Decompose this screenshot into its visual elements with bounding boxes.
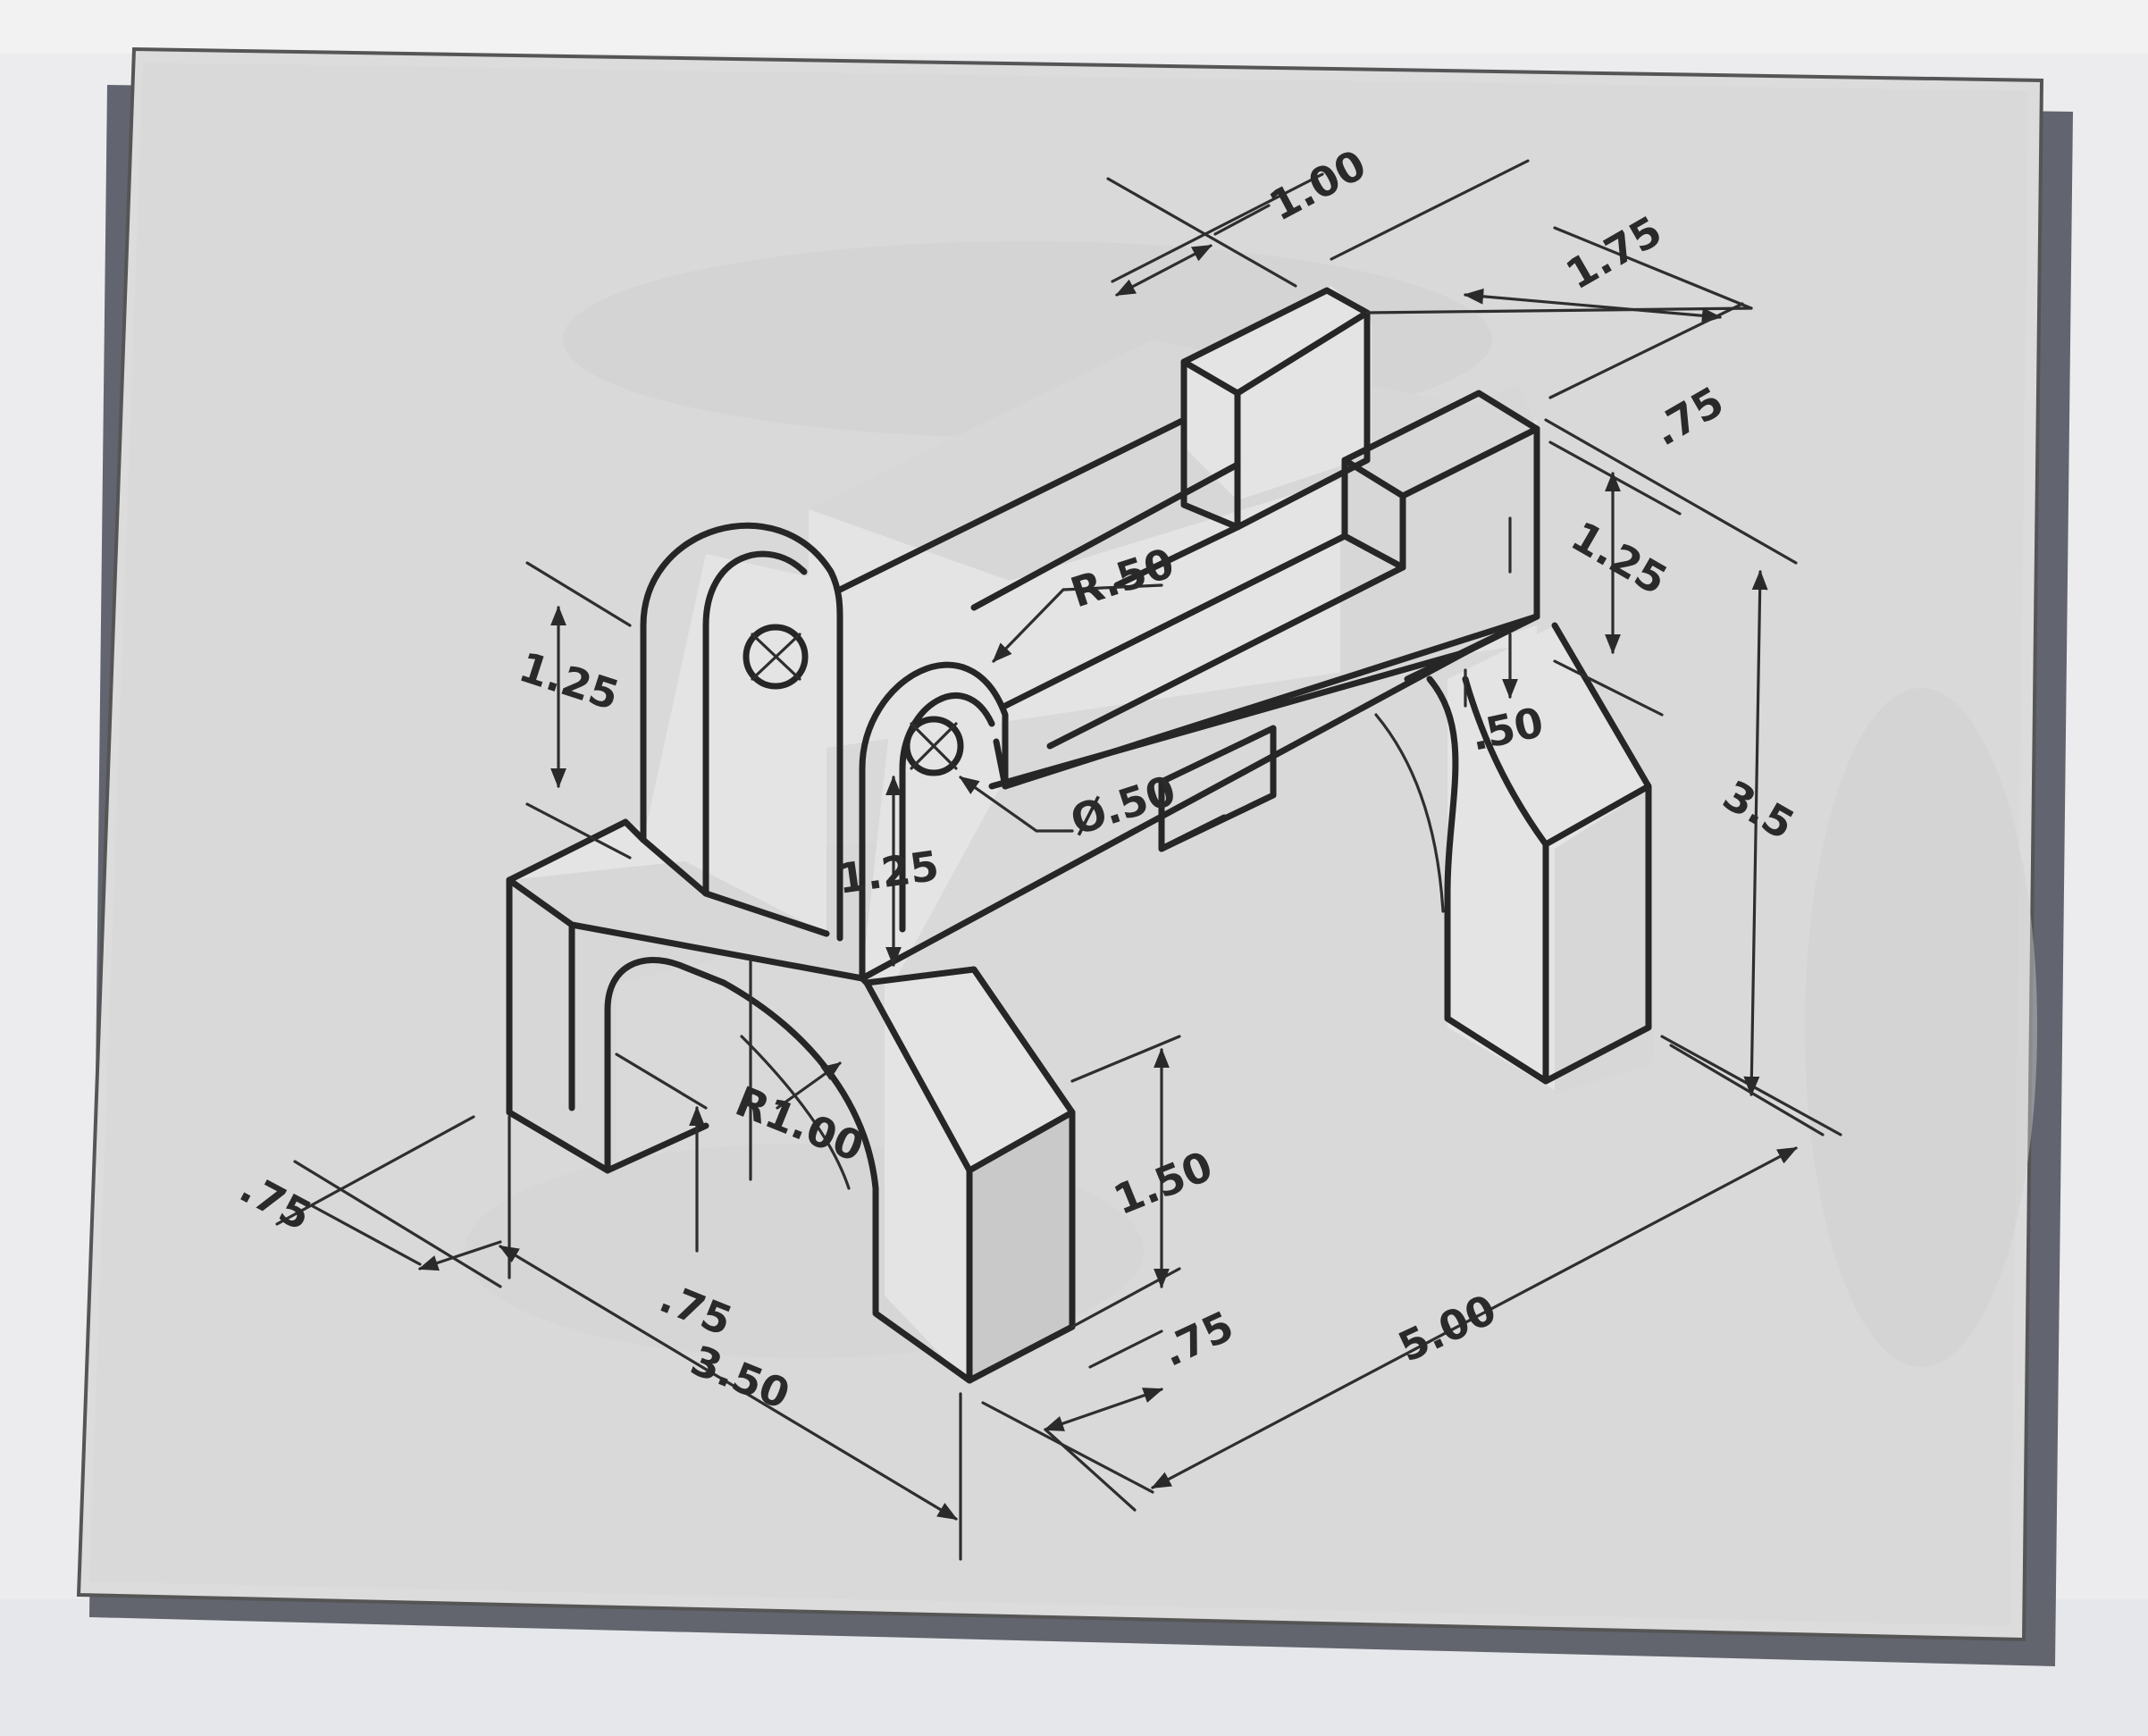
isometric-drawing-screenshot: 1.00 1.75 .75 1.25 3.5 .50 R.50 Ø.50 1.2… bbox=[76, 46, 2073, 1666]
